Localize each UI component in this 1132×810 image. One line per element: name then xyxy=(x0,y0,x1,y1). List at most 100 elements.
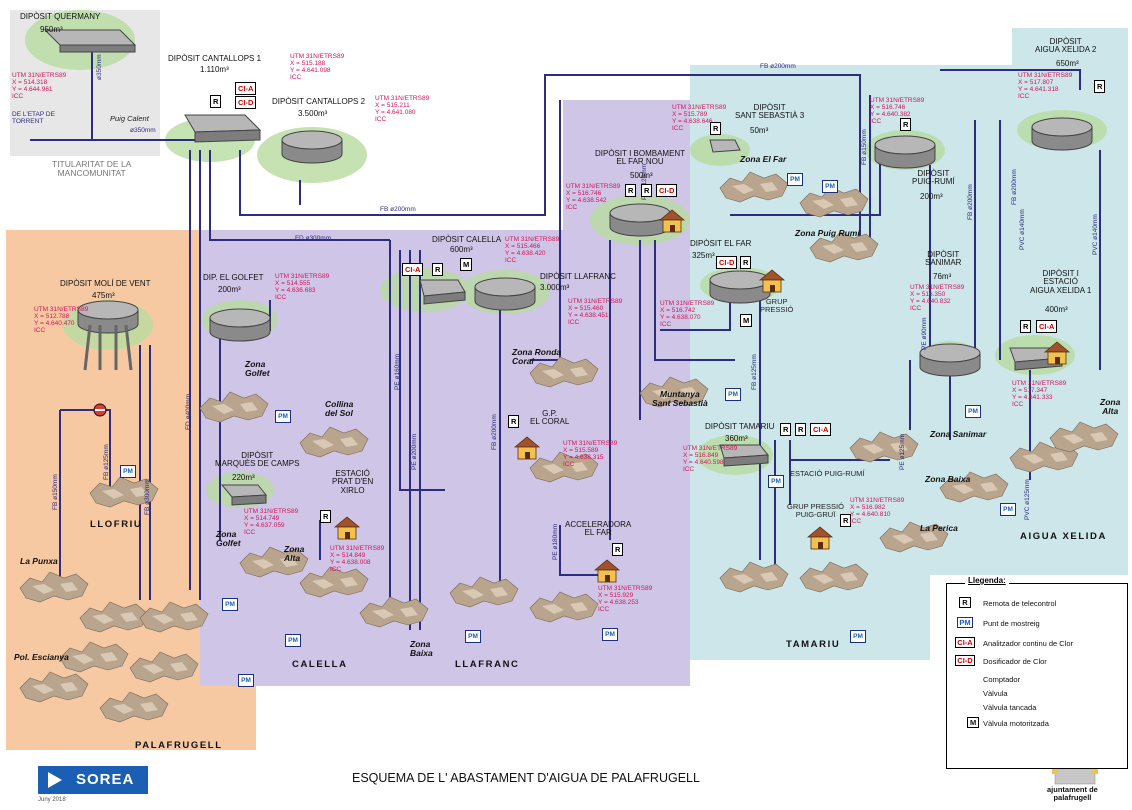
cantallops1-cid-badge: CI-D xyxy=(235,96,257,109)
acceleradora-remote-badge: R xyxy=(612,543,624,556)
xelida-upper-region xyxy=(1012,28,1128,68)
pipe-pe125-xelida-label: PE ø125mm xyxy=(899,433,906,470)
tamariu-zone-sample-point: PM xyxy=(850,630,866,643)
llafranc-dep-volume: 3.000m³ xyxy=(540,283,570,292)
cantallops1-remote-badge: R xyxy=(210,95,222,108)
tamariu-area-title: TAMARIU xyxy=(786,639,841,650)
pipe-pe180-label: PE ø180mm xyxy=(552,523,559,560)
elfarnou-remote2-badge: R xyxy=(641,184,653,197)
pipe-fb125-label: FB ø125mm xyxy=(103,444,110,480)
puig-calent-label: Puig Calent xyxy=(110,114,149,123)
pipe-fb200-xelida-label: FB ø200mm xyxy=(967,184,974,220)
moli-sample-point: PM xyxy=(120,465,136,478)
pipe-fd400-label: FD ø400mm xyxy=(185,393,192,430)
legend-motor-symbol: M xyxy=(967,717,980,728)
sanimar-sample-point: PM xyxy=(965,405,981,418)
palafrugell-sample-point: PM xyxy=(238,674,254,687)
grupgrui-remote-badge: R xyxy=(840,514,852,527)
tamariu-name: DIPÒSIT TAMARIU xyxy=(705,422,775,431)
acceleradora-sample-point: PM xyxy=(602,628,618,641)
legend-meter: Comptador xyxy=(983,675,1021,684)
zona-sanimar-label: Zona Sanimar xyxy=(930,429,987,439)
legend-title: Llegenda: xyxy=(965,576,1009,585)
pipe-fb200-xelida2-label: FB ø200mm xyxy=(1011,169,1018,205)
elcoral-name: G.P.EL CORAL xyxy=(530,409,570,427)
cantallops1-cia-badge: CI-A xyxy=(235,82,257,95)
legend-cid-symbol: CI-D xyxy=(955,655,975,666)
elfar-sample-point: PM xyxy=(787,173,803,186)
quermany-volume: 950m³ xyxy=(40,25,63,34)
moli-name: DIPÒSIT MOLÍ DE VENT xyxy=(60,279,151,288)
xelida1-remote-badge: R xyxy=(1020,320,1032,333)
pipe-fb200-mid-label: FB ø200mm xyxy=(380,206,416,213)
llafranc-sample-point: PM xyxy=(465,630,481,643)
pipe-pe90-label: PE ø90mm xyxy=(921,317,928,350)
elfarnou-volume: 500m³ xyxy=(630,171,653,180)
elfarnou-cid-badge: CI-D xyxy=(656,184,678,197)
calella-motor-valve-badge: M xyxy=(460,258,473,271)
moli-volume: 475m³ xyxy=(92,291,115,300)
pipe-fd300-label: FD ø300mm xyxy=(295,235,332,242)
marques-volume: 220m³ xyxy=(232,473,255,482)
pipe-pvc140-a-label: PVC ø140mm xyxy=(1019,209,1026,250)
llafranc-area-title: LLAFRANC xyxy=(455,659,520,670)
tamariu-sample-point: PM xyxy=(768,475,784,488)
cantallops2-name: DIPÒSIT CANTALLOPS 2 xyxy=(272,97,366,106)
pipe-fb200-calella-label: FB ø200mm xyxy=(491,414,498,450)
tamariu-cia-badge: CI-A xyxy=(810,423,832,436)
pipe-pe200-label: PE ø200mm xyxy=(411,433,418,470)
elfar-volume: 325m³ xyxy=(692,251,715,260)
legend-cia-symbol: CI-A xyxy=(955,637,975,648)
puigrumi-remote-badge: R xyxy=(900,118,912,131)
estacio-puig-rumi-label: ESTACIÓ PUIG-RUMÍ xyxy=(790,469,865,478)
elfar-remote-badge: R xyxy=(740,256,752,269)
footnote: Juny 2018 xyxy=(38,797,66,803)
prat-remote-badge: R xyxy=(320,510,332,523)
santsebastia-remote-badge: R xyxy=(710,122,722,135)
pipe-pe160-label: PE ø160mm xyxy=(394,353,401,390)
llafranc-dep-name: DIPÒSIT LLAFRANC xyxy=(540,272,616,281)
elfar-cid-badge: CI-D xyxy=(716,256,738,269)
xelida2-volume: 650m³ xyxy=(1056,59,1079,68)
pol-escianya-label: Pol. Escianya xyxy=(14,652,69,662)
diagram-title: ESQUEMA DE L' ABASTAMENT D'AIGUA DE PALA… xyxy=(352,771,700,785)
calella-dep-volume: 600m³ xyxy=(450,245,473,254)
cantallops1-volume: 1.110m³ xyxy=(200,65,229,74)
palafrugell-area-title: PALAFRUGELL xyxy=(135,740,223,751)
calella-dep-name: DIPÒSIT CALELLA xyxy=(432,235,502,244)
zona-baixa-xelida-label: Zona Baixa xyxy=(925,474,971,484)
tamariu-volume: 360m³ xyxy=(725,434,748,443)
pipe-350-vertical-label: ø350mm xyxy=(96,54,103,80)
la-perica-label: La Perica xyxy=(920,523,958,533)
legend-closed-valve: Vàlvula tancada xyxy=(983,703,1037,712)
calella-remote-badge: R xyxy=(432,263,444,276)
xelida1-volume: 400m³ xyxy=(1045,305,1068,314)
